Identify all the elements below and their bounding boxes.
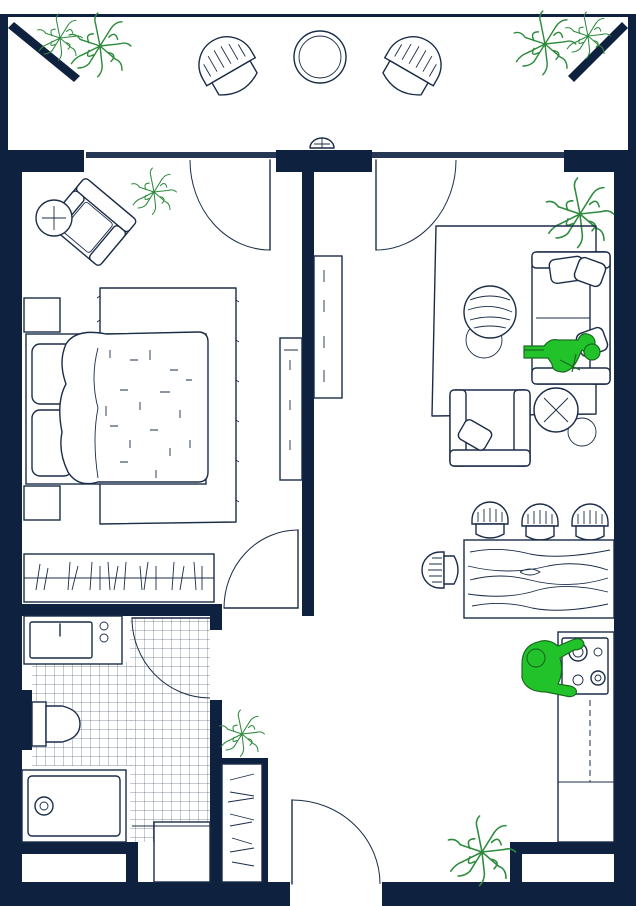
armchair xyxy=(449,389,531,467)
sink xyxy=(23,615,123,665)
bathtub xyxy=(21,769,127,843)
living-room xyxy=(313,159,615,467)
chair xyxy=(421,551,459,589)
fixture xyxy=(309,137,335,149)
shelf xyxy=(23,485,61,521)
door xyxy=(223,529,299,609)
round-table xyxy=(35,199,73,237)
armchair xyxy=(47,178,137,266)
coffee-table xyxy=(463,285,517,359)
chair xyxy=(382,36,442,96)
shelf xyxy=(279,337,303,481)
chair xyxy=(571,503,609,541)
chair xyxy=(521,503,559,541)
walls xyxy=(0,14,636,906)
shelf xyxy=(153,821,211,883)
plant-icon xyxy=(219,709,265,757)
door xyxy=(131,617,211,699)
stove xyxy=(561,637,609,695)
chair xyxy=(471,501,509,539)
person-icon xyxy=(521,638,585,698)
round-table xyxy=(293,30,347,84)
dining-table xyxy=(463,539,615,619)
shelf xyxy=(23,297,61,333)
double-bed xyxy=(25,331,209,485)
kitchen xyxy=(521,631,615,843)
shelf xyxy=(221,763,263,883)
door xyxy=(189,159,271,251)
shelf xyxy=(313,255,343,399)
plant-icon xyxy=(513,10,577,76)
toilet xyxy=(31,701,81,747)
dining-area xyxy=(421,501,615,619)
door xyxy=(375,159,457,251)
rug xyxy=(431,225,597,417)
wardrobe xyxy=(23,553,215,603)
bathroom xyxy=(21,615,211,883)
round-table xyxy=(533,387,597,447)
plant-icon xyxy=(131,167,177,215)
chair xyxy=(198,36,258,96)
entrance xyxy=(291,799,381,885)
balcony xyxy=(37,10,611,149)
person-icon xyxy=(523,333,601,373)
plant-icon xyxy=(447,815,517,887)
plant-icon xyxy=(565,11,611,59)
bedroom xyxy=(23,159,303,609)
plant-icon xyxy=(68,12,132,78)
hallway xyxy=(219,709,517,887)
plant-icon xyxy=(545,177,615,249)
